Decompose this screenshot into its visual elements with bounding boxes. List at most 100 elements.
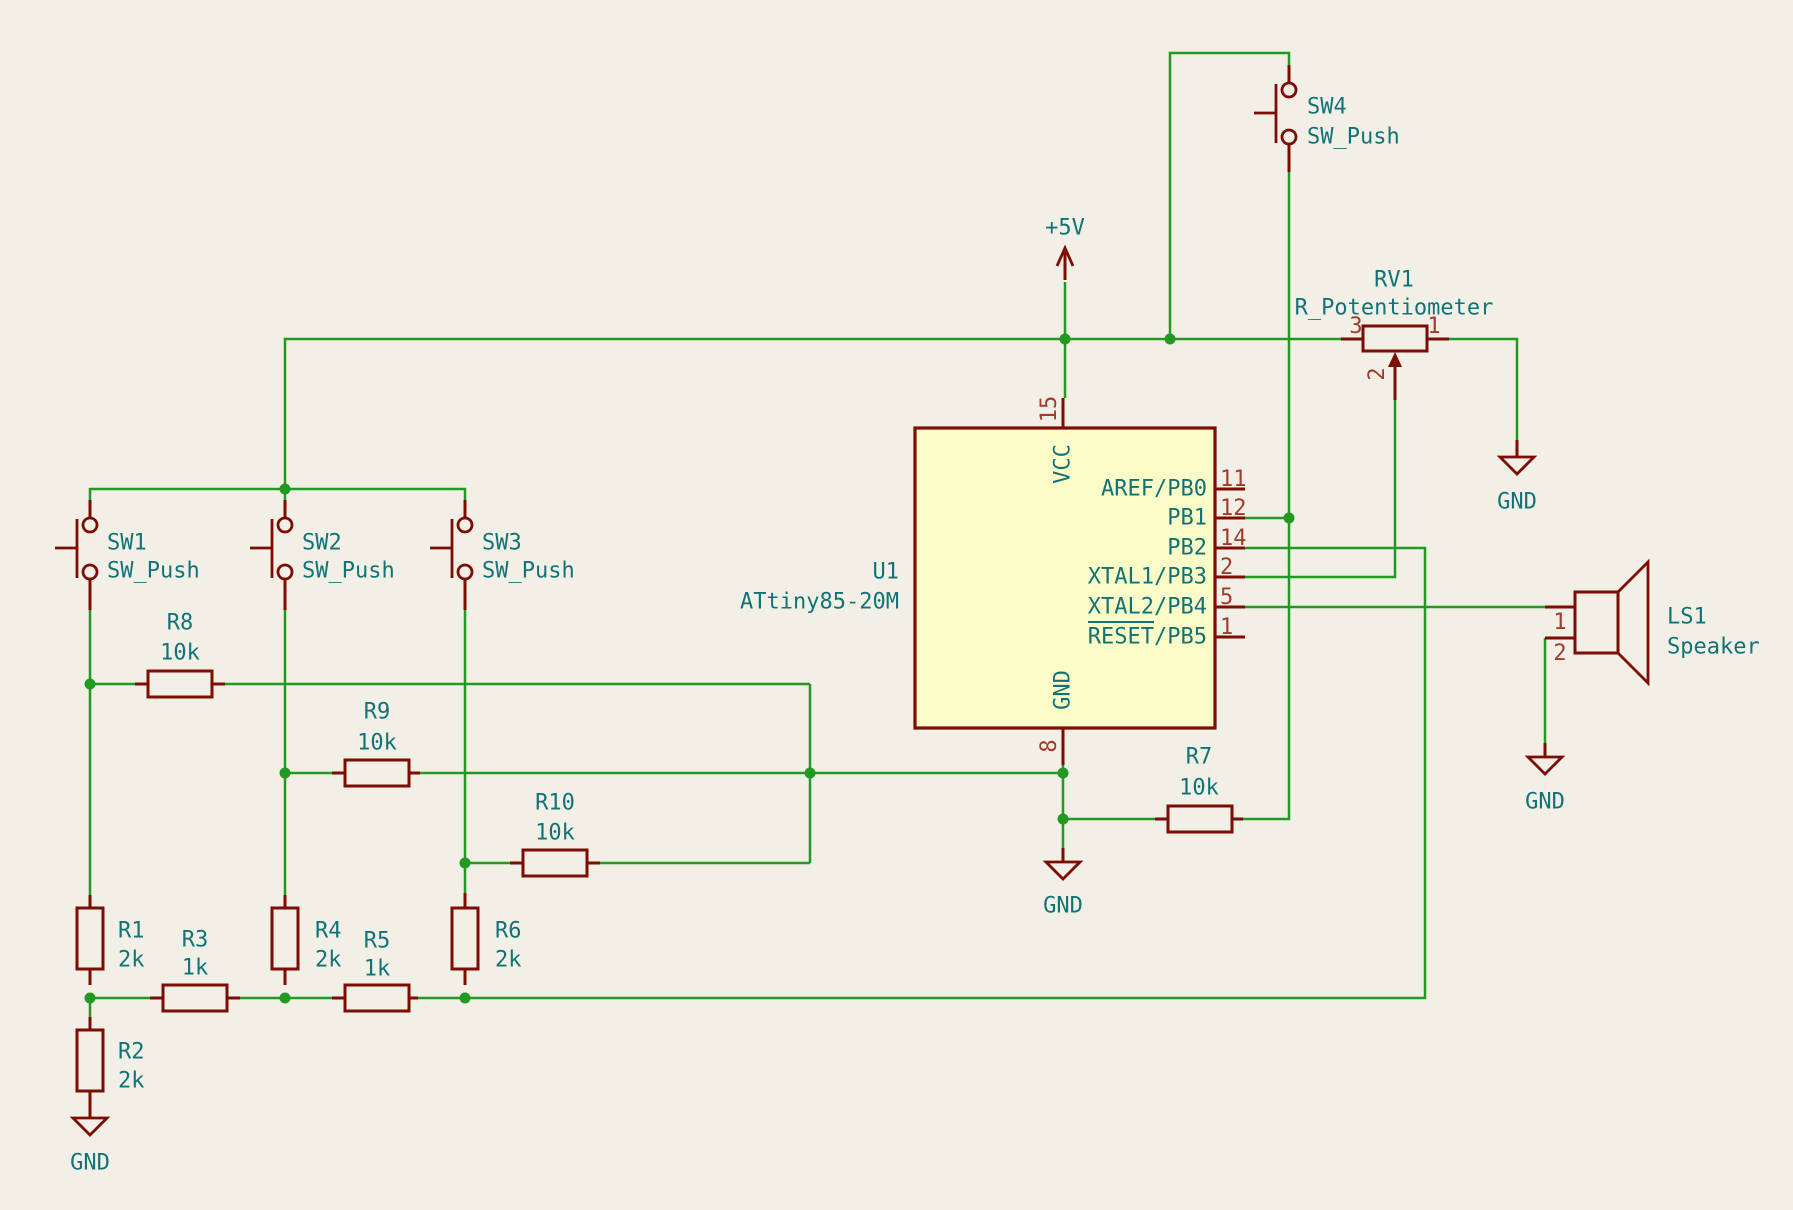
u1-pin15-number: 15 xyxy=(1037,396,1062,423)
r9-ref: R9 xyxy=(364,700,391,725)
wire-5v-rail[interactable] xyxy=(283,337,1341,489)
gnd-triangle xyxy=(69,1116,111,1137)
component-r5[interactable]: R5 1k xyxy=(332,929,418,1013)
r2-body[interactable] xyxy=(75,1028,105,1093)
component-r10[interactable]: R10 10k xyxy=(510,791,600,878)
component-sw4[interactable]: SW4 SW_Push xyxy=(1254,65,1400,172)
junction-dot xyxy=(279,483,291,495)
r6-value: 2k xyxy=(495,948,522,973)
r7-body[interactable] xyxy=(1166,804,1234,834)
u1-pin12-number: 12 xyxy=(1220,496,1247,521)
component-rv1-potentiometer[interactable]: RV1 R_Potentiometer 3 1 2 xyxy=(1295,268,1494,401)
component-ls1-speaker[interactable]: 1 2 LS1 Speaker xyxy=(1545,558,1760,687)
rv1-value: R_Potentiometer xyxy=(1295,296,1494,321)
sw2-contact-top xyxy=(276,516,294,534)
u1-pin1-number: 1 xyxy=(1220,615,1233,640)
r8-value: 10k xyxy=(160,641,200,666)
component-r7[interactable]: R7 10k xyxy=(1155,745,1243,834)
gnd-label: GND xyxy=(70,1151,110,1176)
junction-dot xyxy=(1164,333,1176,345)
wire-switch-top-rail[interactable] xyxy=(88,487,467,500)
u1-pin8-name: GND xyxy=(1051,670,1076,710)
rv1-body[interactable] xyxy=(1361,324,1429,353)
rv1-ref: RV1 xyxy=(1374,268,1414,293)
r5-ref: R5 xyxy=(364,929,391,954)
sw1-value: SW_Push xyxy=(107,559,200,584)
component-r6[interactable]: R6 2k xyxy=(450,893,522,985)
r1-body[interactable] xyxy=(75,906,105,971)
wire-xtal1-to-wiper[interactable] xyxy=(1245,400,1397,579)
junctions xyxy=(84,333,1295,1004)
u1-value: ATtiny85-20M xyxy=(740,590,899,615)
r1-ref: R1 xyxy=(118,919,145,944)
r5-body[interactable] xyxy=(343,983,411,1013)
r3-value: 1k xyxy=(182,956,209,981)
rv1-pin3-number: 3 xyxy=(1349,314,1362,339)
r3-body[interactable] xyxy=(161,983,229,1013)
gnd-symbol-pot[interactable]: GND xyxy=(1496,440,1538,515)
wire-sw4-top-loop[interactable] xyxy=(1168,51,1291,339)
sw1-contact-bottom xyxy=(81,563,99,581)
ls1-value: Speaker xyxy=(1667,635,1760,660)
component-sw1[interactable]: SW1 SW_Push xyxy=(55,500,200,610)
u1-pin14-number: 14 xyxy=(1220,526,1247,551)
ls1-body[interactable] xyxy=(1573,590,1620,655)
gnd-symbol-center[interactable]: GND xyxy=(1042,848,1084,919)
gnd-label: GND xyxy=(1525,790,1565,815)
gnd-symbol-bottom-left[interactable]: GND xyxy=(69,1116,111,1176)
component-r1[interactable]: R1 2k xyxy=(75,895,145,985)
sw4-contact-top xyxy=(1280,81,1298,99)
junction-dot xyxy=(1057,767,1069,779)
component-r4[interactable]: R4 2k xyxy=(270,895,342,985)
gnd-triangle xyxy=(1496,455,1538,476)
ls1-ref: LS1 xyxy=(1667,605,1707,630)
u1-pin8-number: 8 xyxy=(1037,739,1062,752)
sw3-value: SW_Push xyxy=(482,559,575,584)
junction-dot xyxy=(459,857,471,869)
r5-value: 1k xyxy=(364,957,391,982)
sw2-ref: SW2 xyxy=(302,531,342,556)
r10-body[interactable] xyxy=(521,848,589,878)
gnd-label: GND xyxy=(1497,490,1537,515)
r4-body[interactable] xyxy=(270,906,300,971)
u1-pin5-number: 5 xyxy=(1220,585,1233,610)
r8-body[interactable] xyxy=(146,669,214,699)
gnd-symbol-speaker[interactable]: GND xyxy=(1524,743,1566,815)
r6-body[interactable] xyxy=(450,906,480,971)
r1-value: 2k xyxy=(118,948,145,973)
component-r9[interactable]: R9 10k xyxy=(332,700,420,788)
junction-dot xyxy=(279,767,291,779)
sw4-ref: SW4 xyxy=(1307,95,1347,120)
u1-ref: U1 xyxy=(873,560,900,585)
wire-pot-to-gnd[interactable] xyxy=(1449,337,1519,440)
r3-ref: R3 xyxy=(182,928,209,953)
junction-dot xyxy=(84,992,96,1004)
component-r2[interactable]: R2 2k xyxy=(75,1017,145,1118)
component-u1-attiny85[interactable]: U1 ATtiny85-20M 15 VCC 8 GND 11 12 14 2 … xyxy=(740,396,1247,765)
power-flag-5v[interactable]: +5V xyxy=(1045,216,1085,281)
5v-arrow-head xyxy=(1055,244,1075,267)
r9-body[interactable] xyxy=(343,758,411,788)
u1-pin-name-xtal2-pb4: XTAL2/PB4 xyxy=(1088,595,1207,620)
r2-value: 2k xyxy=(118,1069,145,1094)
u1-pin-name-reset-pb5: RESET/PB5 xyxy=(1088,625,1207,650)
wires[interactable] xyxy=(88,51,1547,1017)
u1-pin-name-pb1: PB1 xyxy=(1167,506,1207,531)
r8-ref: R8 xyxy=(167,611,194,636)
component-sw2[interactable]: SW2 SW_Push xyxy=(250,500,395,610)
wire-ladder-to-pb2[interactable] xyxy=(418,546,1427,1000)
r10-ref: R10 xyxy=(535,791,575,816)
junction-dot xyxy=(804,767,816,779)
r7-value: 10k xyxy=(1179,776,1219,801)
rv1-pin1-number: 1 xyxy=(1427,314,1440,339)
component-r8[interactable]: R8 10k xyxy=(135,611,225,699)
gnd-triangle xyxy=(1042,860,1084,881)
sw3-contact-top xyxy=(456,516,474,534)
sw2-value: SW_Push xyxy=(302,559,395,584)
wire-sw4-to-r7[interactable] xyxy=(1243,172,1291,821)
u1-body[interactable] xyxy=(913,426,1217,730)
component-sw3[interactable]: SW3 SW_Push xyxy=(430,500,575,610)
component-r3[interactable]: R3 1k xyxy=(150,928,240,1013)
